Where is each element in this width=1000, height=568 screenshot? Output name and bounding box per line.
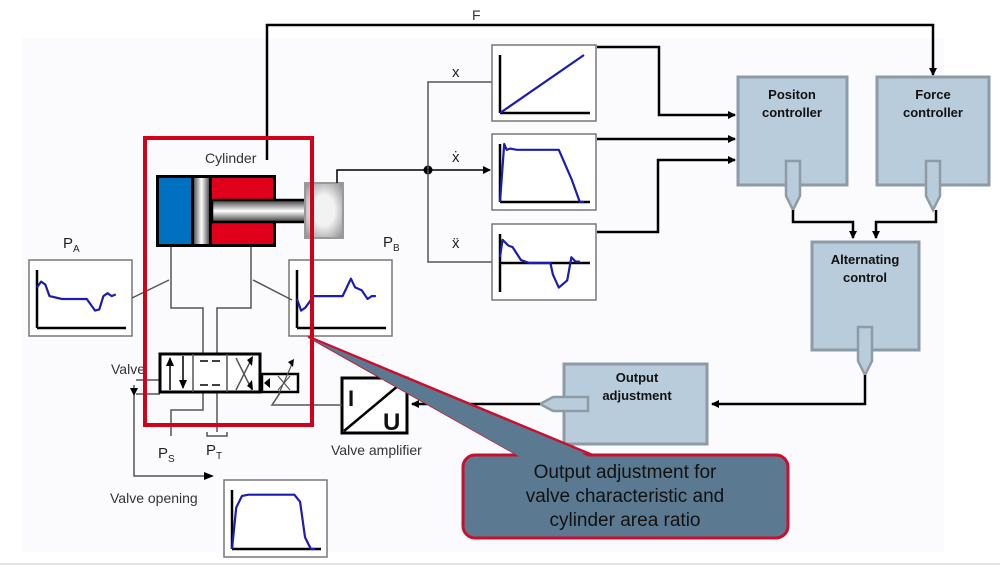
position-signal-label: x [452,64,460,81]
amplifier-input-symbol: I [348,386,354,411]
alternating-control-title-2: control [843,270,887,285]
pressure-b-label: PB [383,234,400,254]
pressure-a-chart-trace [36,280,117,312]
output-adjustment-output-port [537,395,590,413]
pressure-a-label: PA [63,235,80,255]
alternating-to-output-line [711,375,867,408]
velocity-signal-label: ẋ [452,149,460,166]
valve-opening-arrow [204,472,214,480]
pressure-b-chart [288,259,393,337]
sensor-lines [336,81,492,263]
force-controller-output-port [924,159,942,213]
valve-opening-chart-frame [223,479,328,558]
tank-pressure-label: PT [206,442,222,462]
output-adjustment-title-1: Output [616,370,659,385]
callout: Output adjustment for valve characterist… [307,335,790,540]
position-chart [491,44,597,122]
alternating-control-output-port [856,325,874,378]
bottom-divider [0,563,1000,565]
velocity-chart-trace [498,142,584,204]
position-controller-title-1: Positon [768,87,816,102]
alternating-control[interactable]: Alternating control [810,240,921,378]
valve-opening-label: Valve opening [110,490,198,506]
amplifier-to-valve-line [270,392,342,406]
directional-valve[interactable] [158,352,300,399]
supply-pressure-label: PS [158,445,175,465]
output-adjustment[interactable]: Output adjustment [537,362,709,446]
pressure-a-chart [28,259,133,337]
position-chart-trace [499,54,585,114]
acceleration-chart [491,223,597,301]
valve-amplifier-label: Valve amplifier [331,442,422,458]
pressure-b-chart-frame [288,259,393,337]
velocity-chart [491,133,597,211]
callout-text-line-1: Output adjustment for [534,462,717,483]
amplifier-output-symbol: U [383,409,400,436]
valve-opening-chart [223,479,328,558]
cylinder-chamber-a [159,178,191,244]
signal-charts [28,44,597,558]
callout-text-line-2: valve characteristic and [526,486,725,507]
force-feedback-line [265,23,937,160]
pressure-b-chart-trace [295,277,376,312]
callout-text-line-3: cylinder area ratio [549,510,700,531]
valve-opening-sensor-arrow [130,388,138,396]
cylinder [156,175,344,247]
cylinder-label: Cylinder [205,150,257,166]
hydraulic-lines [131,247,293,477]
cylinder-piston [194,178,209,244]
output-adjustment-title-2: adjustment [602,388,672,403]
velocity-chart-frame [491,133,597,211]
piston-rod [210,198,310,224]
valve-opening-chart-trace [230,493,315,551]
chart-to-controller-lines [597,45,736,234]
valve-label: Valve [111,361,145,377]
position-controller[interactable]: Positon controller [736,75,849,213]
valve-cylinder-highlight-frame [143,136,314,427]
force-signal-label: F [472,7,481,23]
position-controller-title-2: controller [762,105,822,120]
position-controller-output-port [784,159,802,213]
controller-merge-lines [791,210,938,239]
acceleration-signal-label: ẍ [452,235,460,252]
force-controller[interactable]: Force controller [875,75,991,213]
acceleration-chart-trace [498,238,580,289]
force-controller-title-1: Force [915,87,950,102]
alternating-control-title-1: Alternating [831,252,900,267]
force-controller-title-2: controller [903,105,963,120]
